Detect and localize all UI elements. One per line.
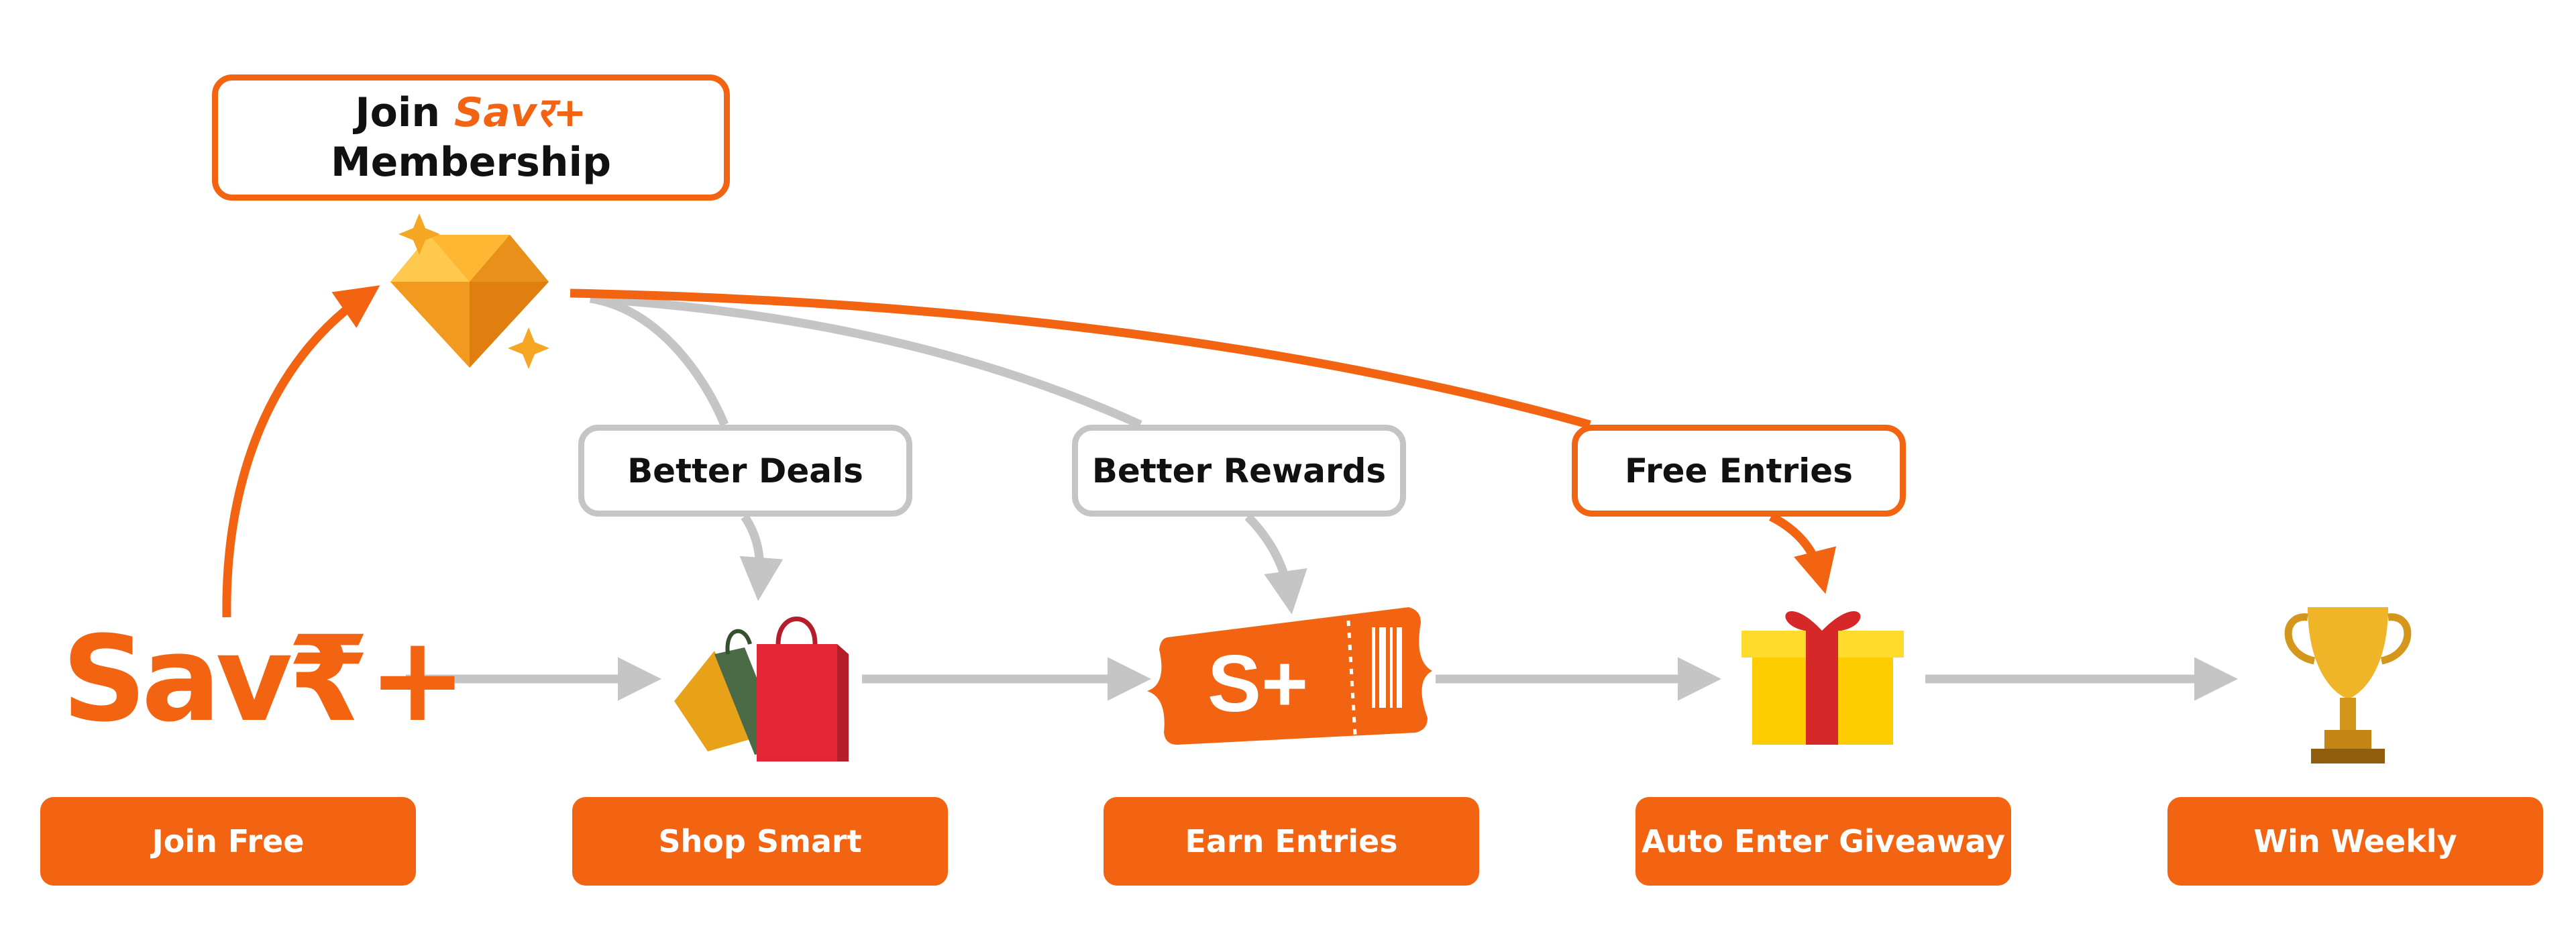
step-label: Earn Entries: [1185, 823, 1398, 859]
step-win-weekly: Win Weekly: [2167, 797, 2543, 886]
step-label: Join Free: [152, 823, 305, 859]
savr-logo-icon: Sav₹+: [62, 621, 467, 739]
benefit-label: Free Entries: [1625, 451, 1853, 490]
logo-rupee: ₹: [287, 611, 370, 748]
benefit-label: Better Rewards: [1091, 451, 1387, 490]
ticket-logo-text: S+: [1208, 639, 1308, 729]
step-join-free: Join Free: [40, 797, 416, 886]
logo-text: Sav: [62, 611, 292, 748]
step-auto-enter-giveaway: Auto Enter Giveaway: [1635, 797, 2011, 886]
shopping-bags-icon: [674, 617, 849, 761]
step-earn-entries: Earn Entries: [1104, 797, 1479, 886]
connector-diamond-to-better-deals: [590, 294, 729, 427]
benefit-box-better-deals: Better Deals: [578, 425, 912, 517]
logo-plus: +: [368, 611, 467, 748]
connector-better-deals-to-bags: [739, 514, 784, 601]
connector-diamond-to-better-rewards: [590, 294, 1142, 429]
benefit-label: Better Deals: [627, 451, 863, 490]
step-label: Shop Smart: [658, 823, 862, 859]
connector-free-entries-to-gift: [1769, 513, 1837, 594]
membership-title-line2: Membership: [330, 139, 612, 186]
membership-brand-word: Savर+: [454, 89, 587, 136]
step-label: Win Weekly: [2253, 823, 2457, 859]
membership-box: Join Savर+ Membership: [212, 74, 730, 201]
membership-title-line1: Join Savर+: [355, 88, 586, 138]
benefit-box-better-rewards: Better Rewards: [1072, 425, 1406, 517]
gift-icon: [1741, 611, 1904, 745]
membership-join-word: Join: [355, 89, 441, 136]
diamond-icon: [390, 213, 549, 369]
connector-diamond-to-free-entries: [570, 288, 1591, 429]
connector-better-rewards-to-ticket: [1244, 513, 1307, 615]
trophy-icon: [2284, 607, 2412, 763]
step-label: Auto Enter Giveaway: [1642, 823, 2005, 859]
step-shop-smart: Shop Smart: [572, 797, 948, 886]
ticket-icon: S+: [1147, 607, 1432, 745]
benefit-box-free-entries: Free Entries: [1572, 425, 1906, 517]
connector-logo-to-diamond: [222, 285, 380, 618]
